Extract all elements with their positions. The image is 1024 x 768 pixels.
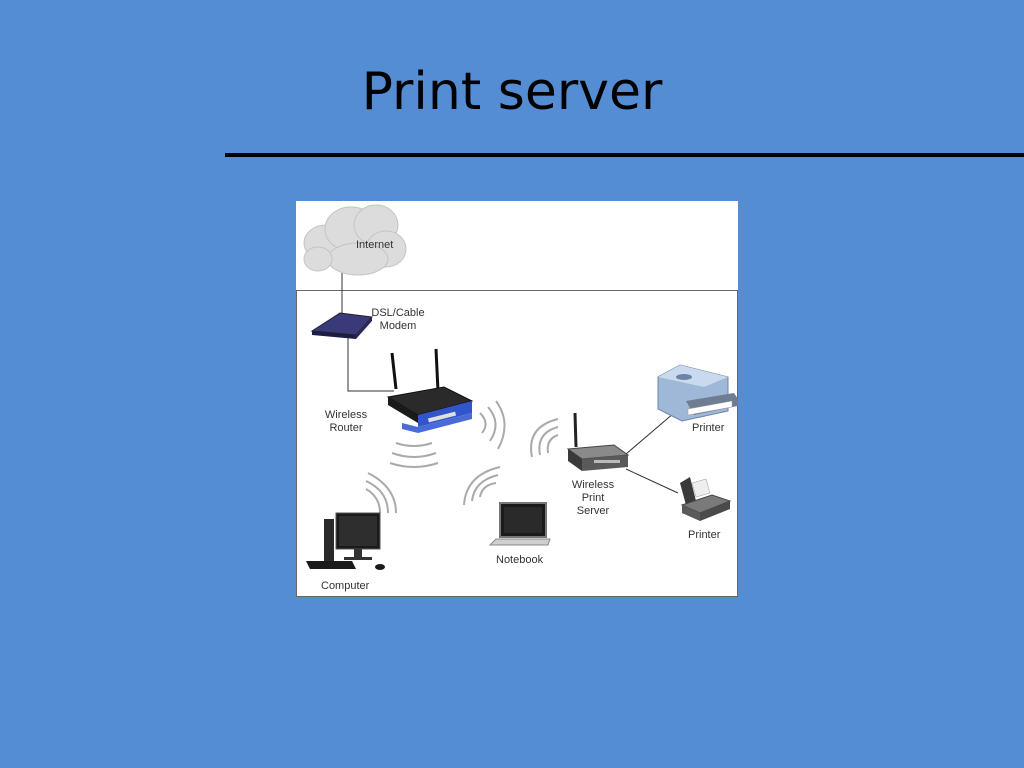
router-label-line1: Wireless (324, 409, 368, 421)
computer-label: Computer (321, 580, 370, 592)
modem-label: DSL/Cable Modem (368, 307, 428, 333)
notebook-label: Notebook (496, 554, 544, 566)
print-server-label: Wireless Print Server (560, 479, 626, 518)
desktop-computer-icon (306, 512, 385, 570)
router-label: Wireless Router (318, 409, 374, 435)
modem-label-line1: DSL/Cable (371, 307, 425, 319)
notebook-wifi-icon (463, 466, 501, 506)
server-printer2-link (625, 468, 679, 494)
print-server-label-line2: Print (581, 492, 605, 504)
router-wifi-icon (389, 400, 506, 468)
internet-label: Internet (356, 239, 394, 251)
network-frame (296, 290, 738, 597)
print-server-wifi-icon (530, 418, 559, 458)
router-icon (386, 348, 474, 433)
slide-title: Print server (361, 62, 663, 122)
modem-label-line2: Modem (379, 320, 417, 332)
diagram-canvas (296, 204, 738, 597)
printer-top-label: Printer (692, 422, 725, 434)
print-server-label-line3: Server (576, 505, 610, 517)
printer-icon (657, 364, 738, 422)
computer-wifi-icon (365, 472, 397, 514)
server-printer1-link (625, 412, 675, 455)
modem-router-link (347, 337, 394, 392)
laptop-icon (488, 502, 551, 546)
print-server-label-line1: Wireless (571, 479, 615, 491)
modem-icon (310, 312, 374, 339)
print-server-icon (566, 412, 630, 471)
network-diagram: Internet DSL/Cable Modem Wireless Router… (296, 201, 738, 597)
router-label-line2: Router (329, 422, 363, 434)
printer-bottom-label: Printer (688, 529, 721, 541)
inkjet-printer-icon (680, 477, 732, 521)
title-underline (225, 153, 1024, 157)
cloud-icon (303, 204, 407, 276)
